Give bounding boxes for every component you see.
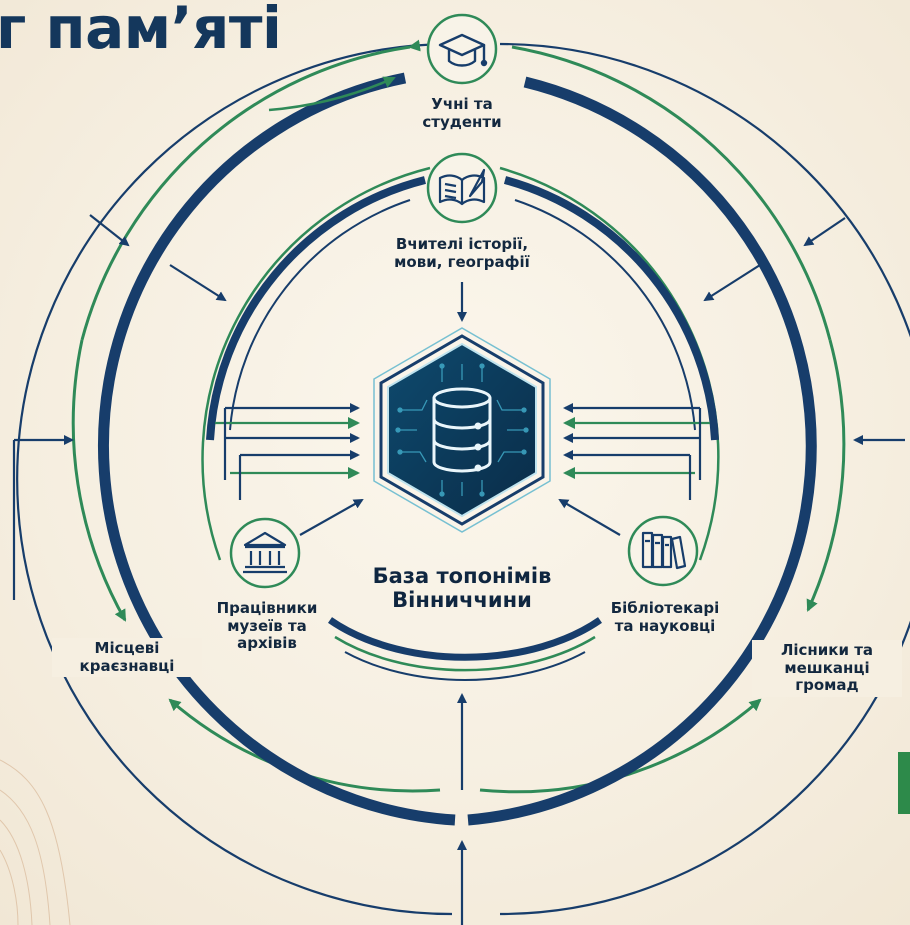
museum-icon bbox=[229, 517, 301, 589]
label-librarians: Бібліотекарі та науковці bbox=[610, 599, 720, 635]
side-arrows bbox=[12, 435, 905, 600]
green-ring-top-right bbox=[511, 45, 832, 341]
inner-green-ring-left bbox=[201, 166, 431, 561]
database-hexagon bbox=[373, 327, 551, 533]
books-icon bbox=[627, 515, 699, 587]
right-feeders bbox=[563, 403, 710, 500]
left-feeders bbox=[215, 403, 360, 500]
green-ring-top-left bbox=[80, 39, 421, 341]
outer-ring-left bbox=[15, 42, 453, 916]
inner-green-ring-right bbox=[499, 166, 720, 561]
label-museums: Працівники музеїв та архівів bbox=[216, 599, 318, 653]
outer-ring-right bbox=[499, 42, 910, 916]
center-label: База топонімів Вінниччини bbox=[372, 564, 552, 613]
label-teachers: Вчителі історії, мови, географії bbox=[394, 235, 530, 271]
inner-navy-ring-right bbox=[503, 176, 719, 441]
label-foresters: Лісники та мешканці громад bbox=[752, 640, 902, 698]
label-students: Учні та студенти bbox=[422, 95, 502, 131]
label-local-historians: Місцеві краєзнавці bbox=[52, 638, 202, 678]
green-ring-left-down bbox=[71, 339, 127, 622]
green-edge-tab bbox=[898, 752, 910, 814]
inner-navy-ring-left bbox=[206, 176, 426, 441]
bottom-arc-navy bbox=[328, 617, 602, 661]
database-icon bbox=[432, 387, 492, 473]
diagonal-arrows bbox=[89, 214, 846, 536]
page-title: г пам’яті bbox=[0, 0, 282, 62]
topographic-lines bbox=[0, 759, 71, 925]
green-ring-right-down bbox=[806, 339, 846, 612]
bottom-arc-green bbox=[334, 635, 596, 672]
book-quill-icon bbox=[426, 152, 498, 224]
navy-thick-ring-left bbox=[97, 72, 456, 826]
navy-thick-ring-right bbox=[467, 76, 817, 826]
graduation-cap-icon bbox=[426, 13, 498, 85]
